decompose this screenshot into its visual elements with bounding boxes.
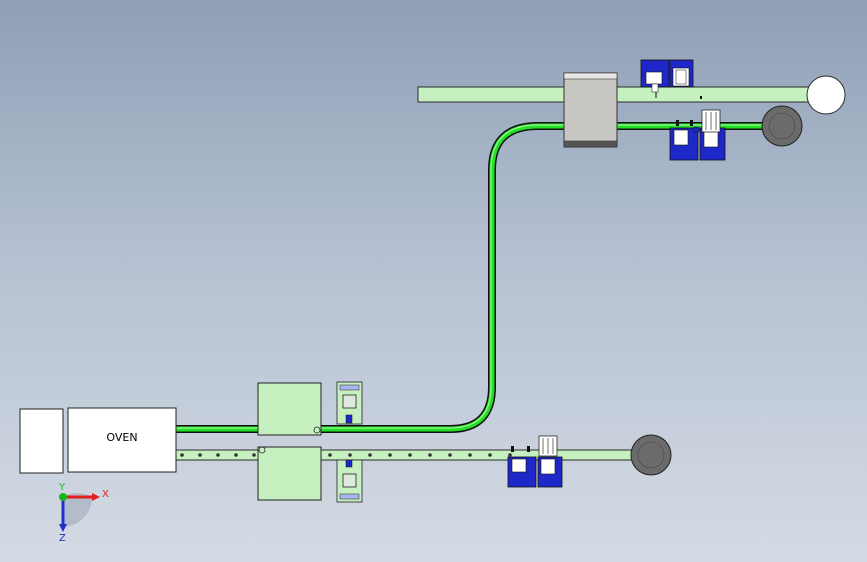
z-axis-label: Z xyxy=(59,533,66,544)
bottom-station[interactable] xyxy=(507,435,563,488)
gray-cabinet[interactable] xyxy=(563,72,618,148)
upper-control-panel[interactable] xyxy=(336,381,363,425)
chain-rollers xyxy=(180,453,512,457)
y-axis-dot xyxy=(59,493,67,501)
y-axis-label: Y xyxy=(58,482,66,493)
bottom-rotary-table[interactable] xyxy=(630,434,672,476)
top-upper-station[interactable] xyxy=(640,59,702,99)
top-lower-station[interactable] xyxy=(669,109,726,161)
top-rotary-table[interactable] xyxy=(761,105,803,147)
coordinate-triad: X Y Z xyxy=(58,482,109,544)
top-end-disc[interactable] xyxy=(806,75,846,115)
oven-label: OVEN xyxy=(106,431,137,444)
lower-control-panel[interactable] xyxy=(336,459,363,503)
oven-box[interactable] xyxy=(67,407,177,473)
loader-box[interactable] xyxy=(19,408,64,474)
bottom-conveyor[interactable] xyxy=(175,449,637,461)
lower-machine-box[interactable] xyxy=(257,446,322,501)
x-axis-label: X xyxy=(102,489,109,500)
upper-machine-box[interactable] xyxy=(257,382,322,436)
